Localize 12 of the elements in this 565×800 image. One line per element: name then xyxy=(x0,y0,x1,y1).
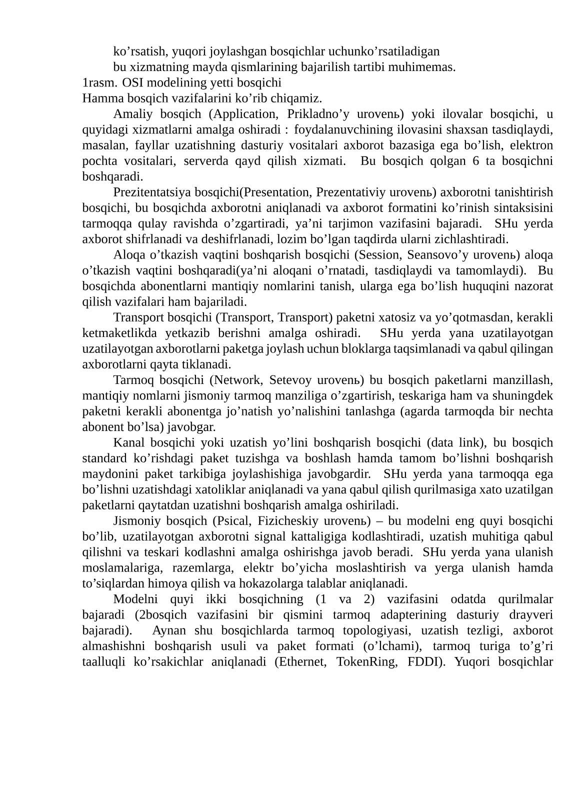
paragraph: Aloqa o’tkazish vaqtini boshqarish bosqichi (Session, Seansovo’y urovenь) aloqa o’tkazish vaqtini boshqaradi(ya’ni aloqani o’rnatadi, tasdiqlaydi va tamomlaydi). Bu bosqichda abonentlarni mantiqiy nomlarini tanish, ularga ega bo’lish huquqini nazorat qilish vazifalari ham bajariladi. xyxy=(82,250,554,309)
paragraph: 1rasm. OSI modelining yetti bosqichi xyxy=(83,78,282,90)
paragraph: Tarmoq bosqichi (Network, Setevoy urovenь) bu bosqich paketlarni manzillash, mantiqiy nomlarni jismoniy tarmoq manziliga o’zgartirish, teskariga ham va shuningdek paketni kerakli abonentga jo’natish yo’nalishini tanlashga (agarda tarmoqda bir nechta abonent bo’lsa) javobgar. xyxy=(82,374,554,434)
paragraph: Amaliy bosqich (Application, Prikladno’y urovenь) yoki ilovalar bosqichi, u quyidagi xizmatlarni amalga oshiradi : foydalanuvchining ilovasini shaxsan tasdiqlaydi, masalan, fayllar uzatishning dasturiy vositalari axborot bazasiga ega bo’lish, elektron pochta vositalari, serverda qayd qilish xizmati. Bu bosqich qolgan 6 ta bosqichni boshqaradi. xyxy=(82,108,554,184)
paragraph: Hamma bosqich vazifalarini ko’rib chiqamiz. xyxy=(82,93,322,106)
paragraph: Kanal bosqichi yoki uzatish yo’lini boshqarish bosqichi (data link), bu bosqich standard ko’rishdagi paket tuzishga va boshlash hamda tamom bo’lishni boshqarish maydonini paket tarkibiga joylashishiga javobgardir. SHu yerda yana tarmoqqa ega bo’lishni uzatishdagi xatoliklar aniqlanadi va yana qabul qilish qurilmasiga xato uzatilgan paketlarni qaytatdan uzatishni boshqarish amalga oshiriladi. xyxy=(82,437,554,512)
paragraph: ko’rsatish, yuqori joylashgan bosqichlar uchunko’rsatiladigan xyxy=(113,46,440,58)
paragraph: Prezitentatsiya bosqichi(Presentation, Prezentativiy urovenь) axborotni tanishtirish bosqichi, bu bosqichda axborotni aniqlanadi va axborot formatini ko’rinish sintaksisini tarmoqqa qulay ravishda o’zgartiradi, ya’ni tarjimon vazifasini bajaradi. SHu yerda axborot shifrlanadi va deshifrlanadi, lozim bo’lgan taqdirda ularni zichlashtiradi. xyxy=(82,187,554,246)
paragraph: Modelni quyi ikki bosqichning (1 va 2) vazifasini odatda qurilmalar bajaradi (2bosqich vazifasini bir qismini tarmoq adapterining dasturiy drayveri bajaradi). Aynan shu bosqichlarda tarmoq topologiyasi, uzatish tezligi, axborot almashishni boshqarish usuli va paket formati (o’lchami), tarmoq turiga to’g’ri taalluqli ko’rsakichlar aniqlanadi (Ethernet, TokenRing, FDDI). Yuqori bosqichlar xyxy=(82,594,554,669)
paragraph: Transport bosqichi (Transport, Transport) paketni xatosiz va yo’qotmasdan, kerakli ketmaketlikda yetkazib berishni amalga oshiradi. SHu yerda yana uzatilayotgan uzatilayotgan axborotlarni paketga joylash uchun bloklarga taqsimlanadi va qabul qilingan axborotlarni qayta tiklanadi. xyxy=(82,312,554,372)
paragraph: bu xizmatning mayda qismlarining bajarilish tartibi muhimemas. xyxy=(113,62,456,74)
paragraph: Jismoniy bosqich (Psical, Fizicheskiy urovenь) – bu modelni eng quyi bosqichi bo’lib, uzatilayotgan axborotni signal kattaligiga kodlashtiradi, uzatish muhitiga qabul qilishni va teskari kodlashni amalga oshirishga javob beradi. SHu yerda yana ulanish moslamalariga, razemlarga, elektr bo’yicha moslashtirish va yerga ulanish hamda to’siqlardan himoya qilish va hokazolarga talablar aniqlanadi. xyxy=(82,516,554,590)
